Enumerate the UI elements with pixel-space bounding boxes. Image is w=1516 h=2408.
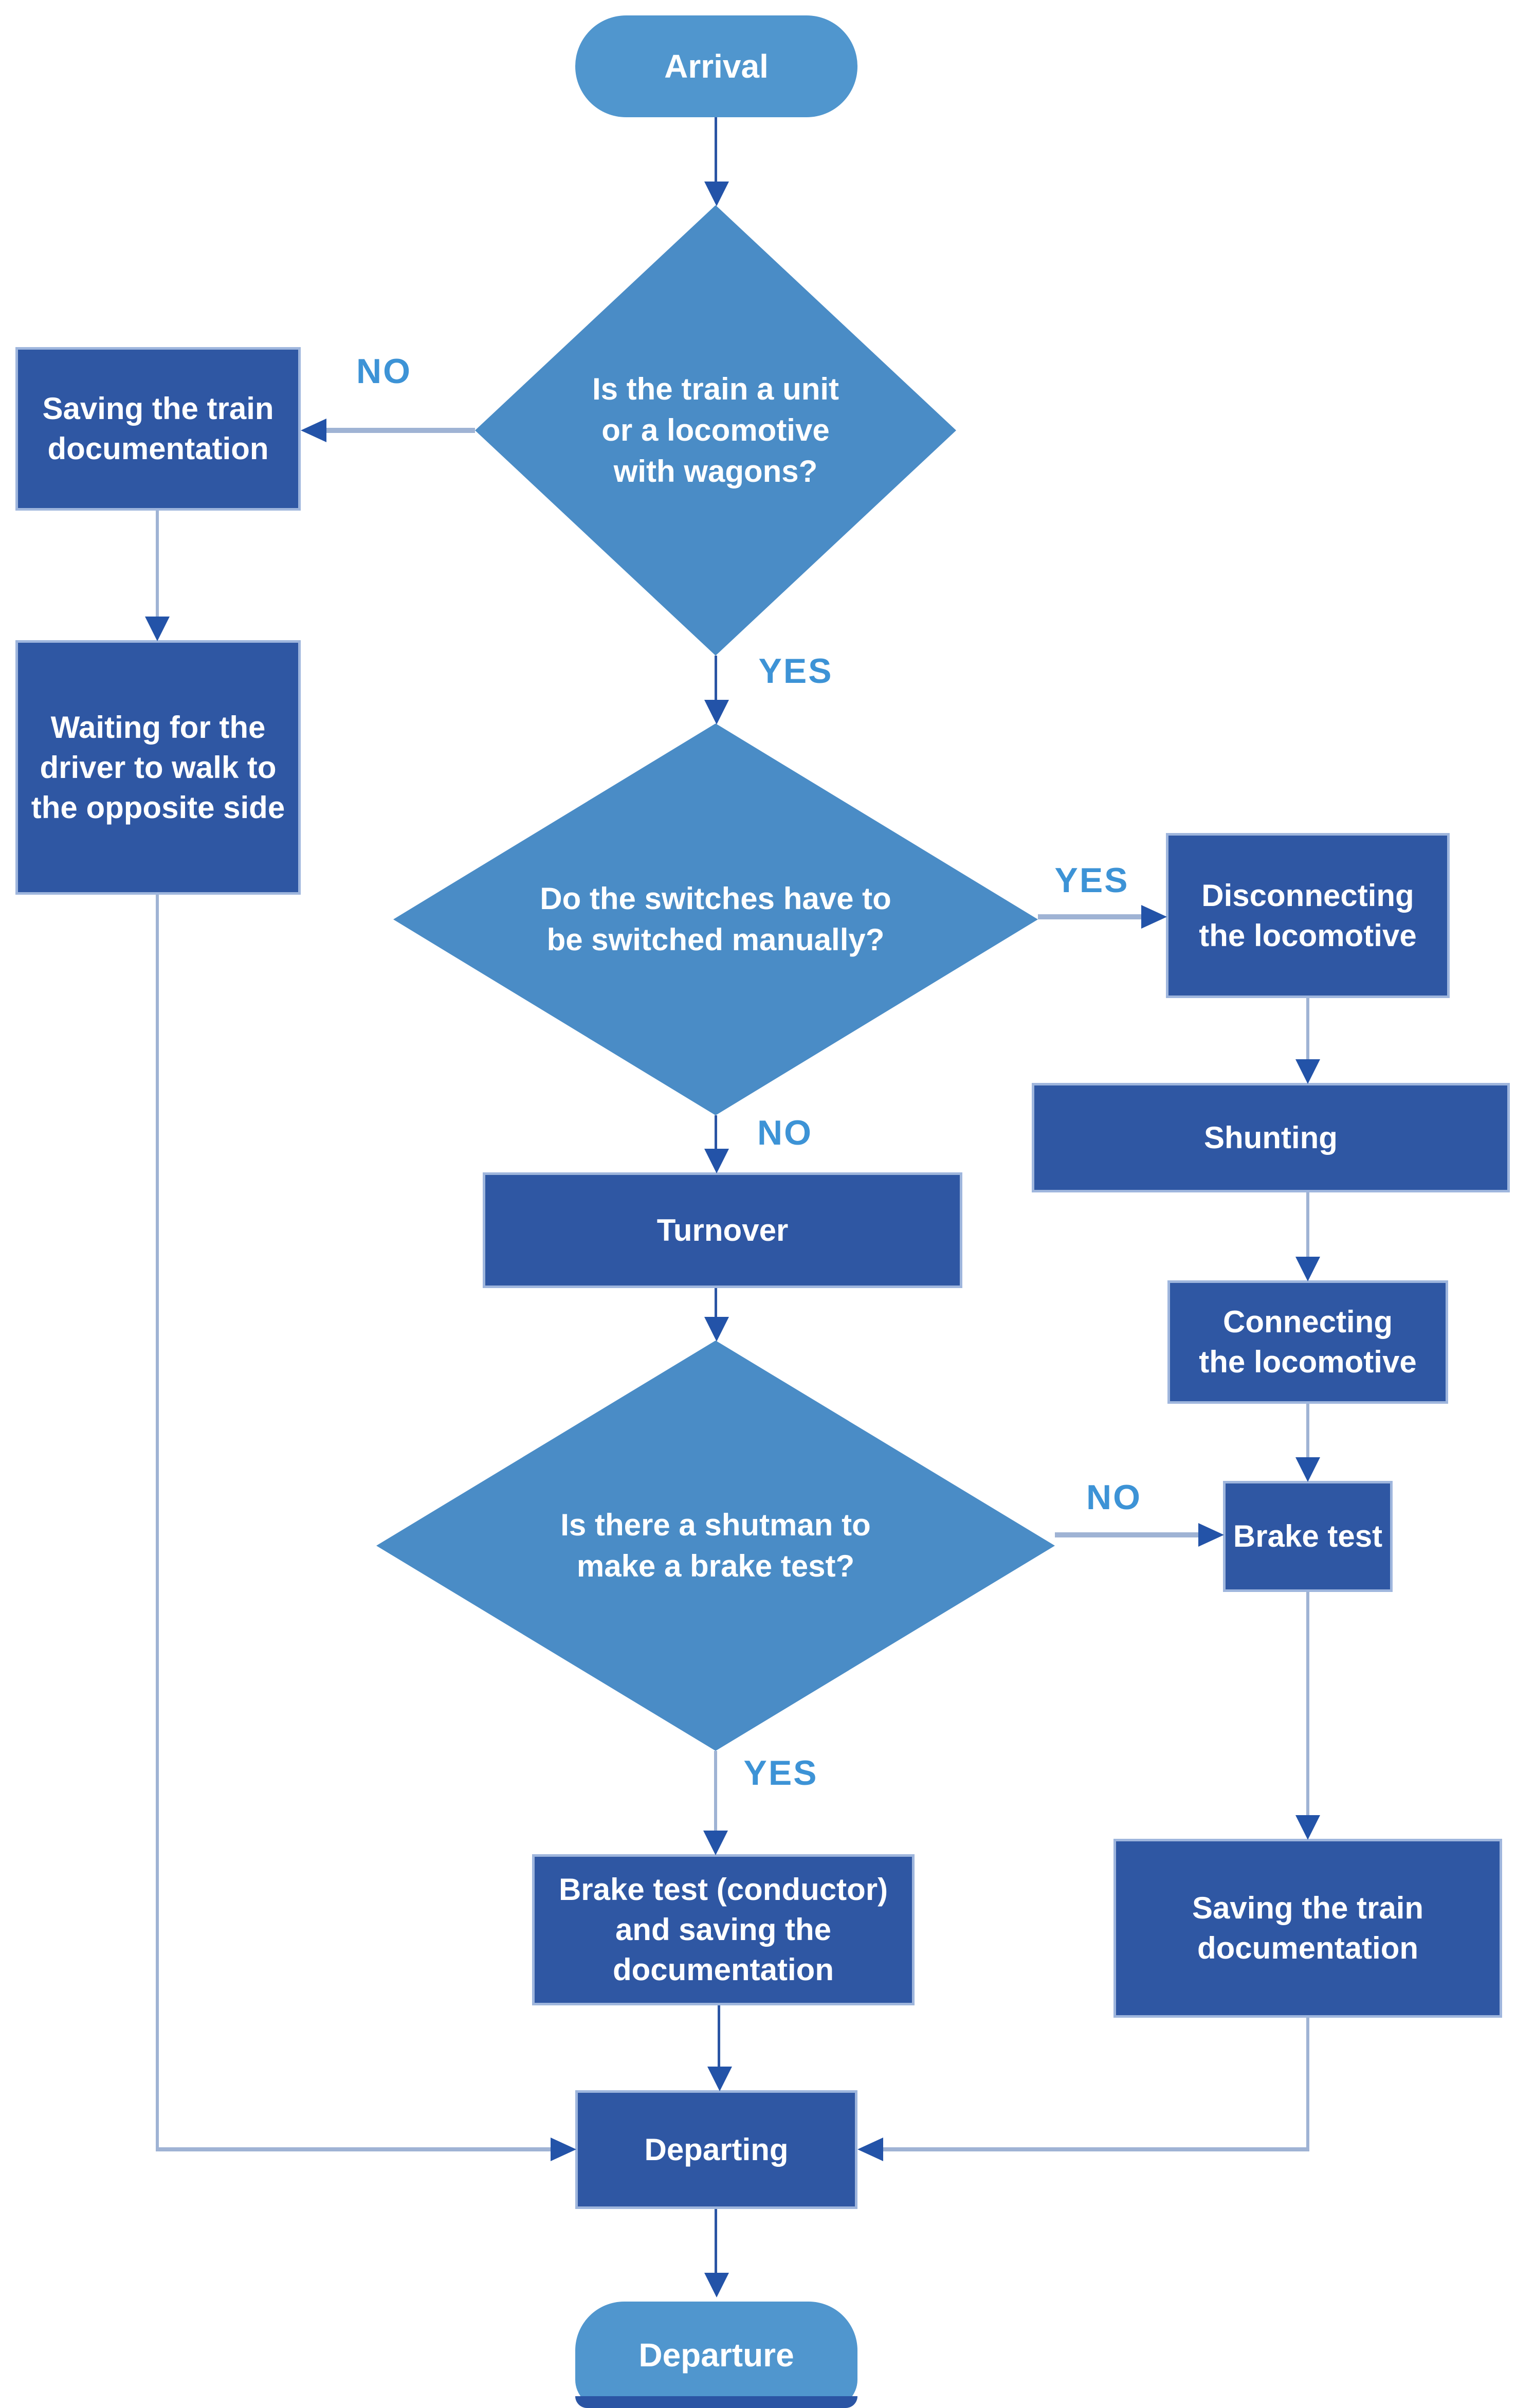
terminal-arrival: Arrival: [575, 15, 857, 117]
process-saving-train-documentation-right: Saving the train documentation: [1113, 1839, 1502, 2018]
connector: [1306, 2018, 1309, 2151]
process-shunting-label: Shunting: [1204, 1120, 1338, 1155]
process-waiting-label: Waiting for the driver to walk to the op…: [31, 710, 285, 825]
edge-label-yes-shutman: YES: [743, 1753, 818, 1793]
process-brake-test-conductor: Brake test (conductor) and saving the do…: [532, 1854, 915, 2005]
process-departing: Departing: [575, 2090, 857, 2209]
connector: [715, 1288, 717, 1320]
arrowhead-left-icon: [857, 2138, 883, 2161]
edge-label-yes-unit: YES: [758, 651, 833, 691]
process-departing-label: Departing: [644, 2132, 789, 2167]
decision-train-unit-or-locomotive: Is the train a unit or a locomotive with…: [475, 205, 956, 656]
process-saving-train-documentation-left: Saving the train documentation: [15, 347, 301, 511]
arrowhead-down-icon: [1295, 1257, 1320, 1281]
arrowhead-down-icon: [704, 1149, 729, 1173]
arrowhead-right-icon: [551, 2138, 576, 2161]
connector: [718, 2005, 720, 2069]
connector: [156, 895, 159, 2149]
arrowhead-right-icon: [1198, 1523, 1224, 1547]
arrowhead-down-icon: [707, 2067, 732, 2091]
arrowhead-down-icon: [1295, 1815, 1320, 1840]
terminal-arrival-label: Arrival: [664, 48, 769, 85]
arrowhead-down-icon: [704, 1317, 729, 1342]
decision-train-unit-label: Is the train a unit or a locomotive with…: [592, 372, 839, 488]
process-connecting-label: Connecting the locomotive: [1199, 1305, 1417, 1379]
connector: [715, 656, 717, 703]
decision-shutman-brake-test: Is there a shutman to make a brake test?: [376, 1341, 1055, 1751]
arrowhead-down-icon: [703, 1831, 728, 1855]
process-turnover: Turnover: [483, 1172, 962, 1288]
arrowhead-right-icon: [1141, 905, 1167, 929]
process-disconnecting-label: Disconnecting the locomotive: [1199, 878, 1417, 953]
decision-shutman-label: Is there a shutman to make a brake test?: [560, 1508, 871, 1583]
arrowhead-left-icon: [301, 419, 326, 442]
connector: [715, 2209, 717, 2275]
edge-label-yes-switches: YES: [1054, 861, 1129, 900]
process-turnover-label: Turnover: [656, 1212, 789, 1247]
connector: [1306, 1192, 1309, 1258]
process-brake-test-conductor-label: Brake test (conductor) and saving the do…: [558, 1872, 888, 1987]
arrowhead-down-icon: [704, 2273, 729, 2297]
connector: [714, 1751, 717, 1833]
arrowhead-down-icon: [704, 700, 729, 725]
process-saving-right-label: Saving the train documentation: [1192, 1891, 1424, 1965]
process-shunting: Shunting: [1032, 1083, 1510, 1192]
connector: [1306, 1404, 1309, 1458]
process-brake-test: Brake test: [1223, 1481, 1393, 1592]
decision-switches-label: Do the switches have to be switched manu…: [540, 881, 891, 957]
departure-clipped-bottom-edge: [575, 2396, 857, 2408]
arrowhead-down-icon: [145, 617, 170, 641]
connector: [1055, 1532, 1200, 1537]
connector: [321, 428, 475, 433]
process-disconnecting-locomotive: Disconnecting the locomotive: [1166, 833, 1450, 998]
connector: [715, 1115, 717, 1150]
connector: [1306, 998, 1309, 1061]
connector: [156, 2147, 552, 2151]
process-waiting-for-driver: Waiting for the driver to walk to the op…: [15, 640, 301, 895]
connector: [156, 511, 159, 619]
connector: [1038, 914, 1143, 919]
arrowhead-down-icon: [704, 182, 729, 206]
edge-label-no-unit: NO: [356, 352, 412, 391]
edge-label-no-switches: NO: [757, 1113, 813, 1152]
decision-switches-manual: Do the switches have to be switched manu…: [393, 723, 1038, 1115]
terminal-departure-label: Departure: [638, 2336, 794, 2374]
arrowhead-down-icon: [1295, 1059, 1320, 1084]
process-brake-test-label: Brake test: [1233, 1519, 1383, 1553]
connector: [1306, 1592, 1309, 1817]
process-connecting-locomotive: Connecting the locomotive: [1167, 1280, 1448, 1404]
connector: [715, 117, 717, 184]
edge-label-no-shutman: NO: [1086, 1478, 1142, 1517]
process-saving-left-label: Saving the train documentation: [42, 391, 274, 466]
terminal-departure: Departure: [575, 2302, 857, 2408]
arrowhead-down-icon: [1295, 1457, 1320, 1482]
connector: [882, 2147, 1309, 2151]
